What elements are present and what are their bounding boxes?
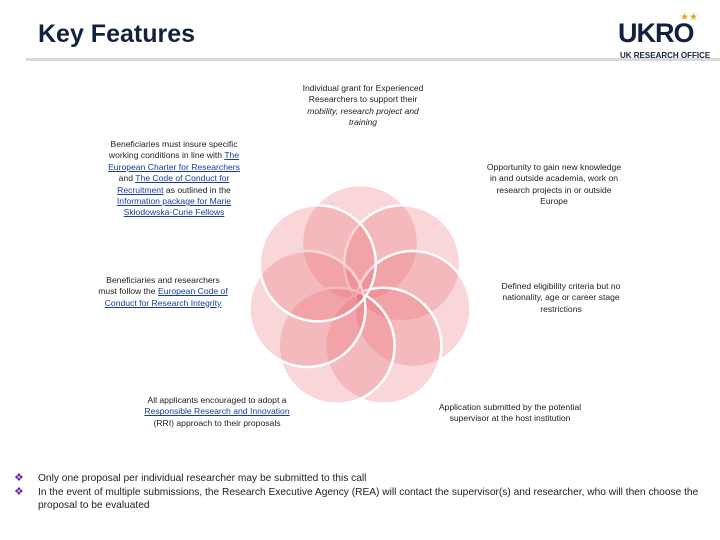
diamond-bullet-icon: ❖ — [14, 485, 24, 498]
link-code-of-conduct[interactable]: The Code of Conduct for Recruitment — [117, 173, 230, 195]
page-title: Key Features — [38, 20, 196, 48]
label-lower-left: All applicants encouraged to adopt a Res… — [144, 395, 290, 428]
notes-list: ❖ Only one proposal per individual resea… — [14, 472, 714, 513]
list-item: ❖ In the event of multiple submissions, … — [14, 485, 699, 512]
label-upper-left: Beneficiaries must insure specific worki… — [108, 139, 240, 218]
ukro-logo: ★★ UKRO UK RESEARCH OFFICE — [618, 10, 710, 64]
link-rri[interactable]: Responsible Research and Innovation — [144, 406, 290, 417]
petal — [258, 204, 378, 323]
title-bar: Key Features — [0, 0, 720, 64]
link-information-package[interactable]: Information package for Marie Skłodowska… — [116, 196, 232, 218]
label-top: Individual grant for Experienced Researc… — [302, 83, 424, 128]
diamond-bullet-icon: ❖ — [14, 472, 24, 484]
label-middle-left: Beneficiaries and researchers must follo… — [98, 275, 228, 308]
logo-wordmark: UKRO — [618, 18, 694, 48]
link-research-integrity[interactable]: European Code of Conduct for Research In… — [104, 286, 228, 308]
label-middle-right: Defined eligibility criteria but no nati… — [501, 281, 621, 314]
star-icon: ★★ — [680, 12, 698, 23]
label-upper-right: Opportunity to gain new knowledge in and… — [486, 162, 622, 207]
logo-subtitle: UK RESEARCH OFFICE — [620, 51, 711, 60]
link-european-charter[interactable]: The European Charter for Researchers — [108, 150, 240, 172]
petal — [248, 249, 367, 369]
list-item: ❖ Only one proposal per individual resea… — [14, 472, 367, 484]
petal — [300, 183, 420, 303]
flower-petals — [248, 183, 472, 405]
petal — [324, 286, 443, 405]
label-lower-right: Application submitted by the potential s… — [438, 402, 582, 424]
title-divider — [26, 58, 720, 61]
